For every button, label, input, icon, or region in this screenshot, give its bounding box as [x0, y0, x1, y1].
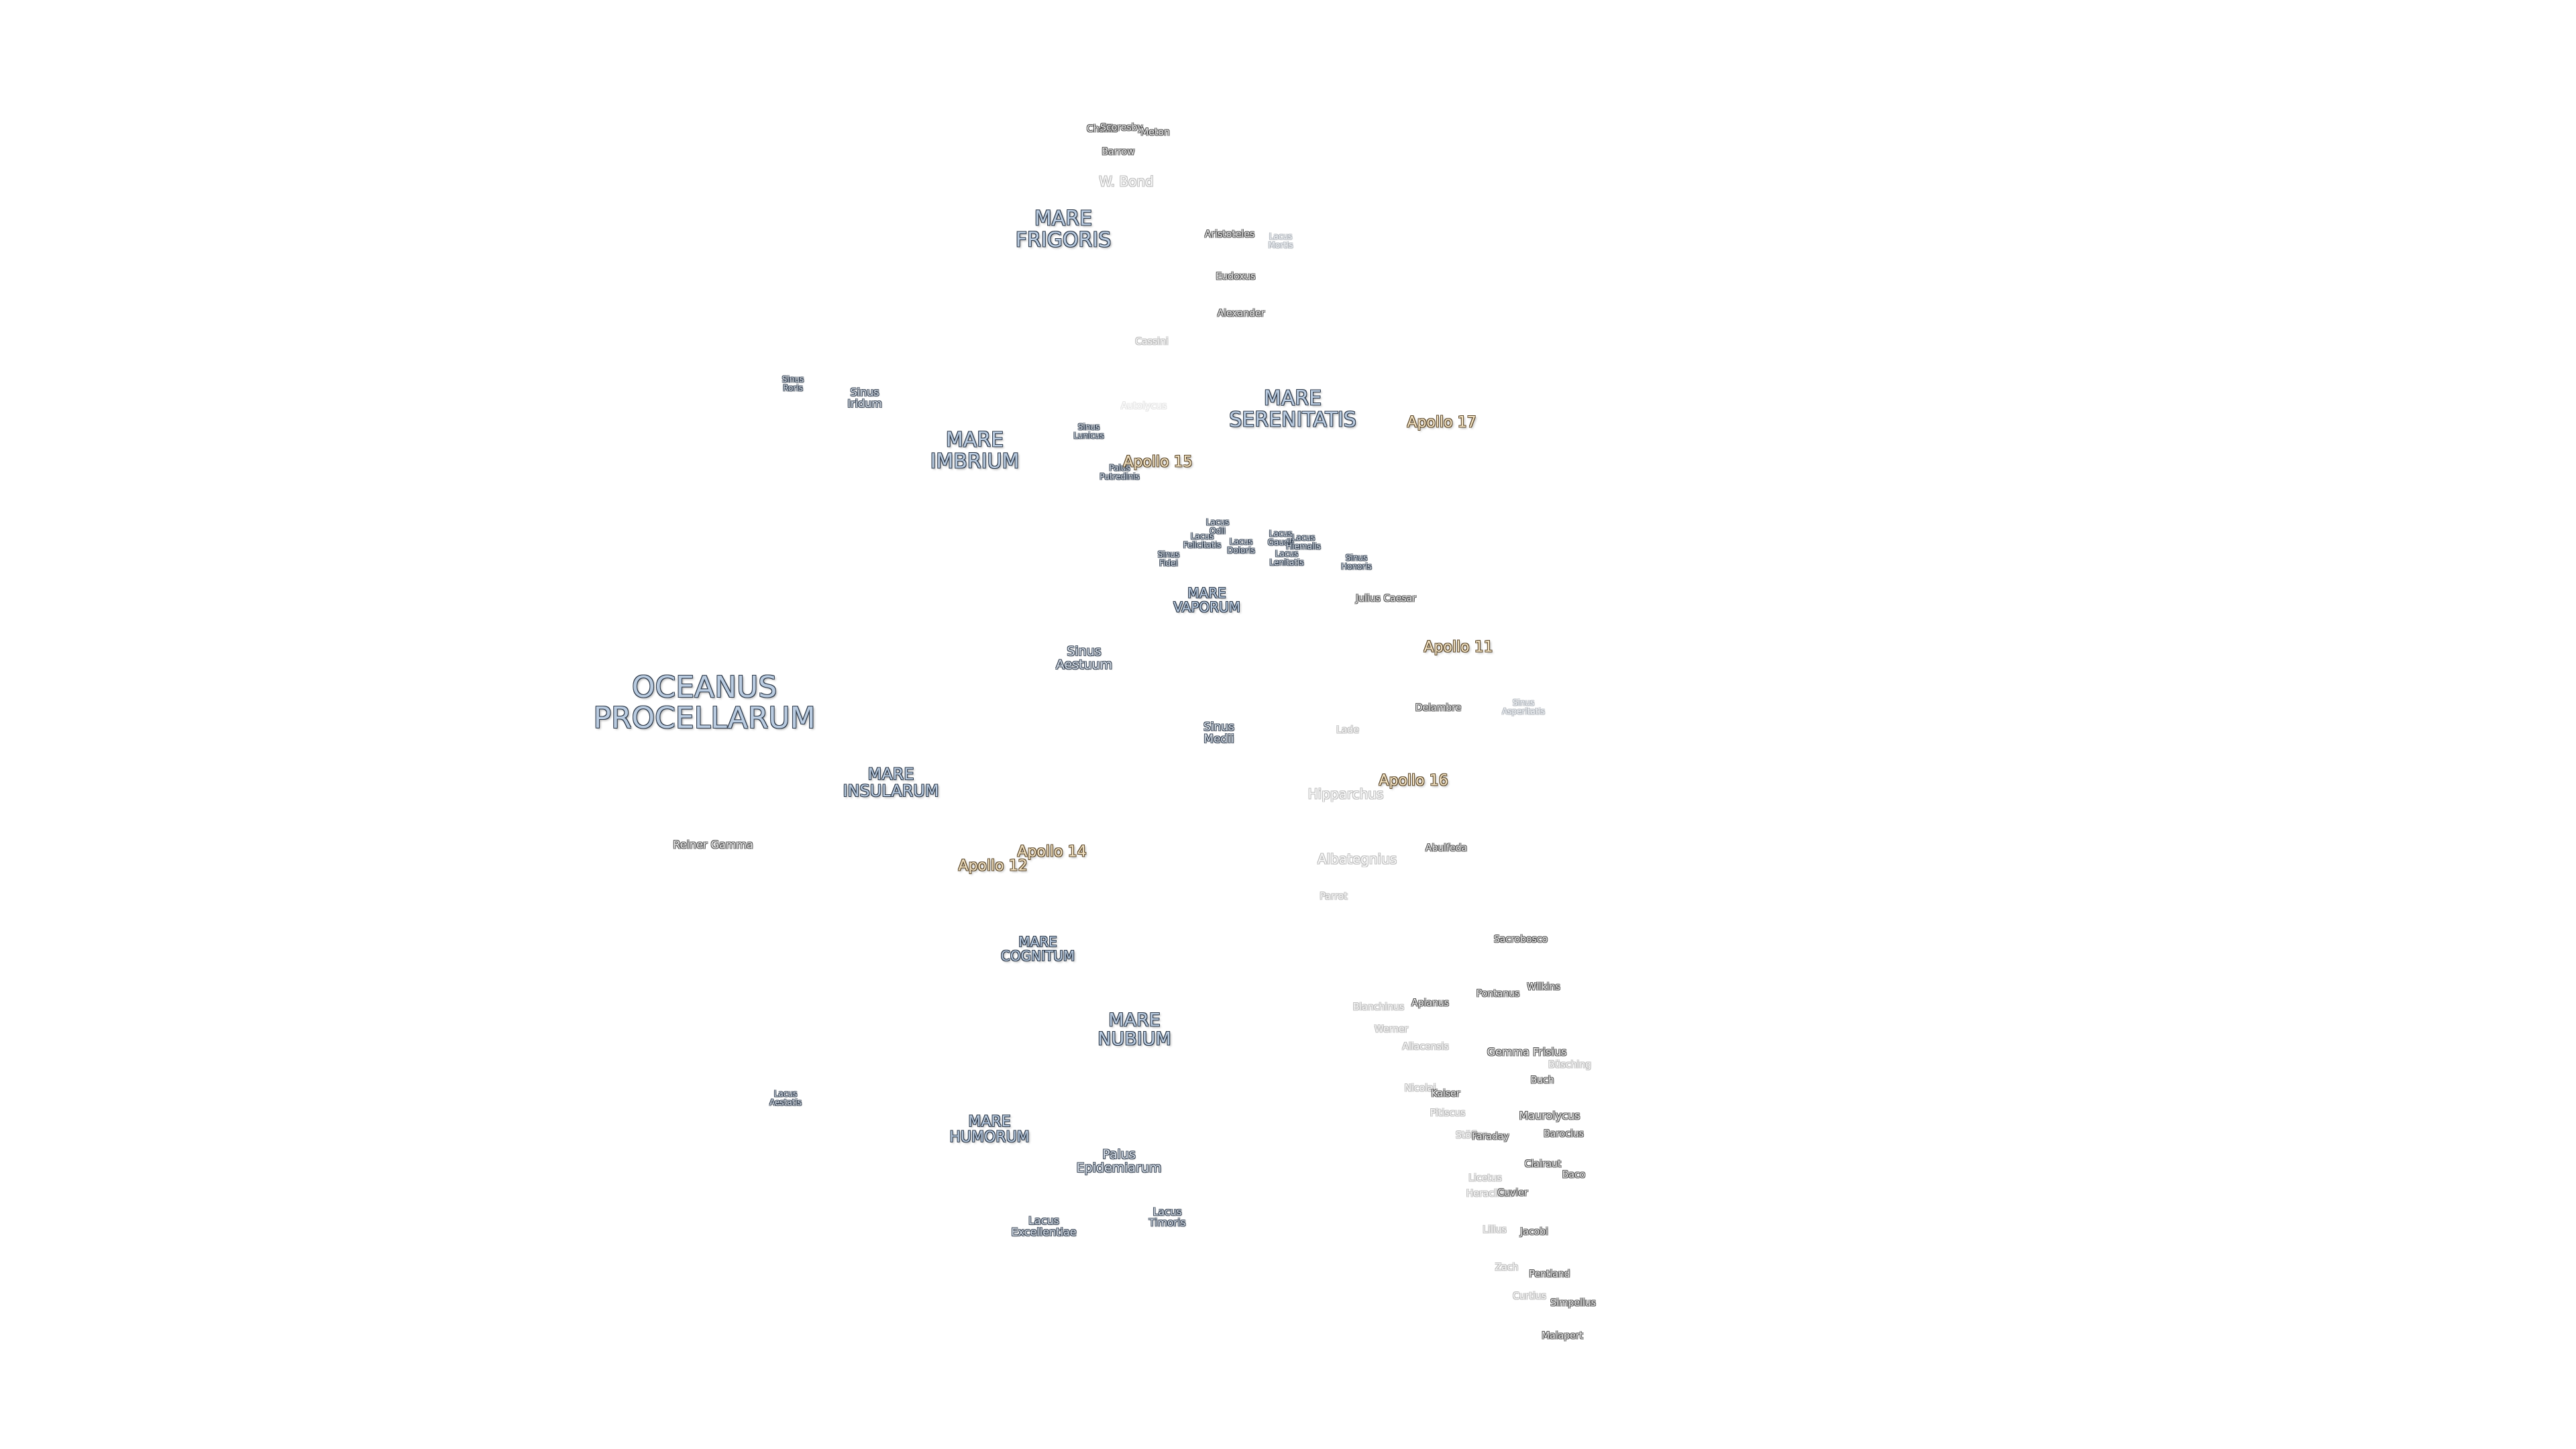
crater-autolycus-label[interactable]: Autolycus: [1120, 400, 1167, 412]
crater-faraday-label[interactable]: Faraday: [1472, 1131, 1509, 1142]
sinus-aestuum-label[interactable]: Sinus Aestuum: [1055, 644, 1113, 672]
crater-lade-label[interactable]: Lade: [1336, 724, 1359, 736]
sinus-medii-label[interactable]: Sinus Medii: [1203, 720, 1234, 746]
mare-imbrium-label[interactable]: MARE IMBRIUM: [930, 428, 1020, 473]
crater-pentland-label[interactable]: Pentland: [1529, 1269, 1570, 1280]
sinus-honoris-label[interactable]: Sinus Honoris: [1341, 553, 1372, 571]
crater-abulfeda-label[interactable]: Abulfeda: [1425, 843, 1468, 854]
mare-frigoris-label[interactable]: MARE FRIGORIS: [1015, 207, 1112, 252]
crater-werner-label[interactable]: Werner: [1374, 1024, 1409, 1035]
crater-buch-label[interactable]: Buch: [1530, 1075, 1554, 1086]
crater-eudoxus-label[interactable]: Eudoxus: [1216, 271, 1256, 282]
mare-insularum-label[interactable]: MARE INSULARUM: [843, 764, 939, 800]
crater-aliacensis-label[interactable]: Aliacensis: [1402, 1041, 1449, 1053]
crater-albategnius-label[interactable]: Albategnius: [1317, 851, 1397, 867]
lacus-doloris-label[interactable]: Lacus Doloris: [1227, 537, 1255, 555]
crater-licetus-label[interactable]: Licetus: [1468, 1173, 1502, 1184]
crater-cuvier-label[interactable]: Cuvier: [1497, 1187, 1528, 1199]
palus-epidemiarum-label[interactable]: Palus Epidemiarum: [1076, 1147, 1162, 1175]
crater-heraclitus-label[interactable]: Heraclitus: [1466, 1188, 1514, 1199]
mare-serenitatis-label[interactable]: MARE SERENITATIS: [1229, 386, 1356, 431]
crater-blanchinus-label[interactable]: Blanchinus: [1352, 1002, 1405, 1013]
crater-meton-label[interactable]: Meton: [1140, 127, 1170, 138]
sinus-fidei-label[interactable]: Sinus Fidei: [1157, 549, 1180, 568]
crater-maurolycus-label[interactable]: Maurolycus: [1519, 1109, 1580, 1122]
apollo-12-label[interactable]: Apollo 12: [958, 857, 1028, 875]
crater-kaiser-label[interactable]: Kaiser: [1431, 1088, 1460, 1099]
oceanus-procellarum-label[interactable]: OCEANUS PROCELLARUM: [593, 669, 816, 735]
crater-clairaut-label[interactable]: Clairaut: [1524, 1159, 1562, 1170]
crater-pitiscus-label[interactable]: Pitiscus: [1430, 1108, 1466, 1119]
mare-cognitum-label[interactable]: MARE COGNITUM: [1000, 934, 1075, 964]
apollo-16-label[interactable]: Apollo 16: [1379, 772, 1448, 790]
crater-pontanus-label[interactable]: Pontanus: [1476, 988, 1520, 1000]
mare-humorum-label[interactable]: MARE HUMORUM: [949, 1113, 1030, 1146]
crater-baco-label[interactable]: Baco: [1562, 1169, 1586, 1181]
crater-zach-label[interactable]: Zach: [1495, 1262, 1519, 1273]
sinus-asperitatis-label[interactable]: Sinus Asperitatis: [1501, 698, 1546, 716]
crater-julius-caesar-label[interactable]: Julius Caesar: [1356, 593, 1416, 604]
lacus-gaudii-label[interactable]: Lacus Gaudii: [1267, 529, 1294, 547]
crater-barrow-label[interactable]: Barrow: [1102, 146, 1135, 158]
apollo-14-label[interactable]: Apollo 14: [1017, 843, 1087, 861]
apollo-15-label[interactable]: Apollo 15: [1123, 453, 1193, 471]
lacus-hiemalis-label[interactable]: Lacus Hiemalis: [1286, 533, 1321, 551]
lacus-felicitatis-label[interactable]: Lacus Felicitatis: [1183, 531, 1222, 549]
crater-curtius-label[interactable]: Curtius: [1513, 1291, 1546, 1302]
palus-putredinis-label[interactable]: Palus Putredinis: [1099, 463, 1140, 481]
apollo-11-label[interactable]: Apollo 11: [1424, 639, 1493, 656]
crater-aristoteles-label[interactable]: Aristoteles: [1204, 229, 1255, 240]
crater-challis-label[interactable]: Challis: [1086, 123, 1118, 135]
crater-cassini-label[interactable]: Cassini: [1135, 336, 1169, 347]
lacus-timoris-label[interactable]: Lacus Timoris: [1148, 1205, 1186, 1228]
crater-busching-label[interactable]: Büsching: [1548, 1059, 1591, 1071]
crater-delambre-label[interactable]: Delambre: [1415, 702, 1462, 714]
crater-barocius-label[interactable]: Barocius: [1544, 1128, 1584, 1140]
crater-wilkins-label[interactable]: Wilkins: [1527, 981, 1560, 993]
crater-sacrobosco-label[interactable]: Sacrobosco: [1493, 934, 1548, 945]
apollo-17-label[interactable]: Apollo 17: [1407, 414, 1477, 431]
crater-alexander-label[interactable]: Alexander: [1217, 308, 1265, 319]
mare-vaporum-label[interactable]: MARE VAPORUM: [1173, 585, 1240, 615]
sinus-iridum-label[interactable]: Sinus Iridum: [847, 386, 882, 410]
lacus-lenitatis-label[interactable]: Lacus Lenitatis: [1269, 549, 1304, 567]
crater-nicolai-label[interactable]: Nicolai: [1404, 1083, 1436, 1094]
lacus-mortis-label[interactable]: Lacus Mortis: [1268, 231, 1293, 250]
crater-hipparchus-label[interactable]: Hipparchus: [1307, 786, 1384, 802]
lacus-aestatis-label[interactable]: Lacus Aestatis: [769, 1089, 802, 1107]
crater-lilius-label[interactable]: Lilius: [1483, 1224, 1507, 1236]
crater-jacobi-label[interactable]: Jacobi: [1520, 1226, 1548, 1238]
crater-stofler-label[interactable]: Stöfler: [1455, 1130, 1487, 1141]
lacus-odii-label[interactable]: Lacus Odii: [1205, 517, 1230, 535]
crater-apianus-label[interactable]: Apianus: [1411, 998, 1449, 1009]
crater-scoresby-label[interactable]: Scoresby: [1100, 122, 1143, 133]
crater-reiner-gamma-label[interactable]: Reiner Gamma: [673, 838, 753, 851]
mare-nubium-label[interactable]: MARE NUBIUM: [1097, 1010, 1171, 1050]
lacus-excellentiae-label[interactable]: Lacus Excellentiae: [1011, 1214, 1077, 1238]
crater-parrot-label[interactable]: Parrot: [1320, 891, 1348, 902]
crater-w-bond-label[interactable]: W. Bond: [1099, 173, 1154, 190]
crater-malapert-label[interactable]: Malapert: [1542, 1330, 1583, 1342]
sinus-lunicus-label[interactable]: Sinus Lunicus: [1073, 422, 1104, 440]
crater-simpelius-label[interactable]: Simpelius: [1550, 1297, 1596, 1309]
crater-gemma-frisius-label[interactable]: Gemma Frisius: [1487, 1045, 1567, 1059]
sinus-roris-label[interactable]: Sinus Roris: [782, 374, 804, 392]
